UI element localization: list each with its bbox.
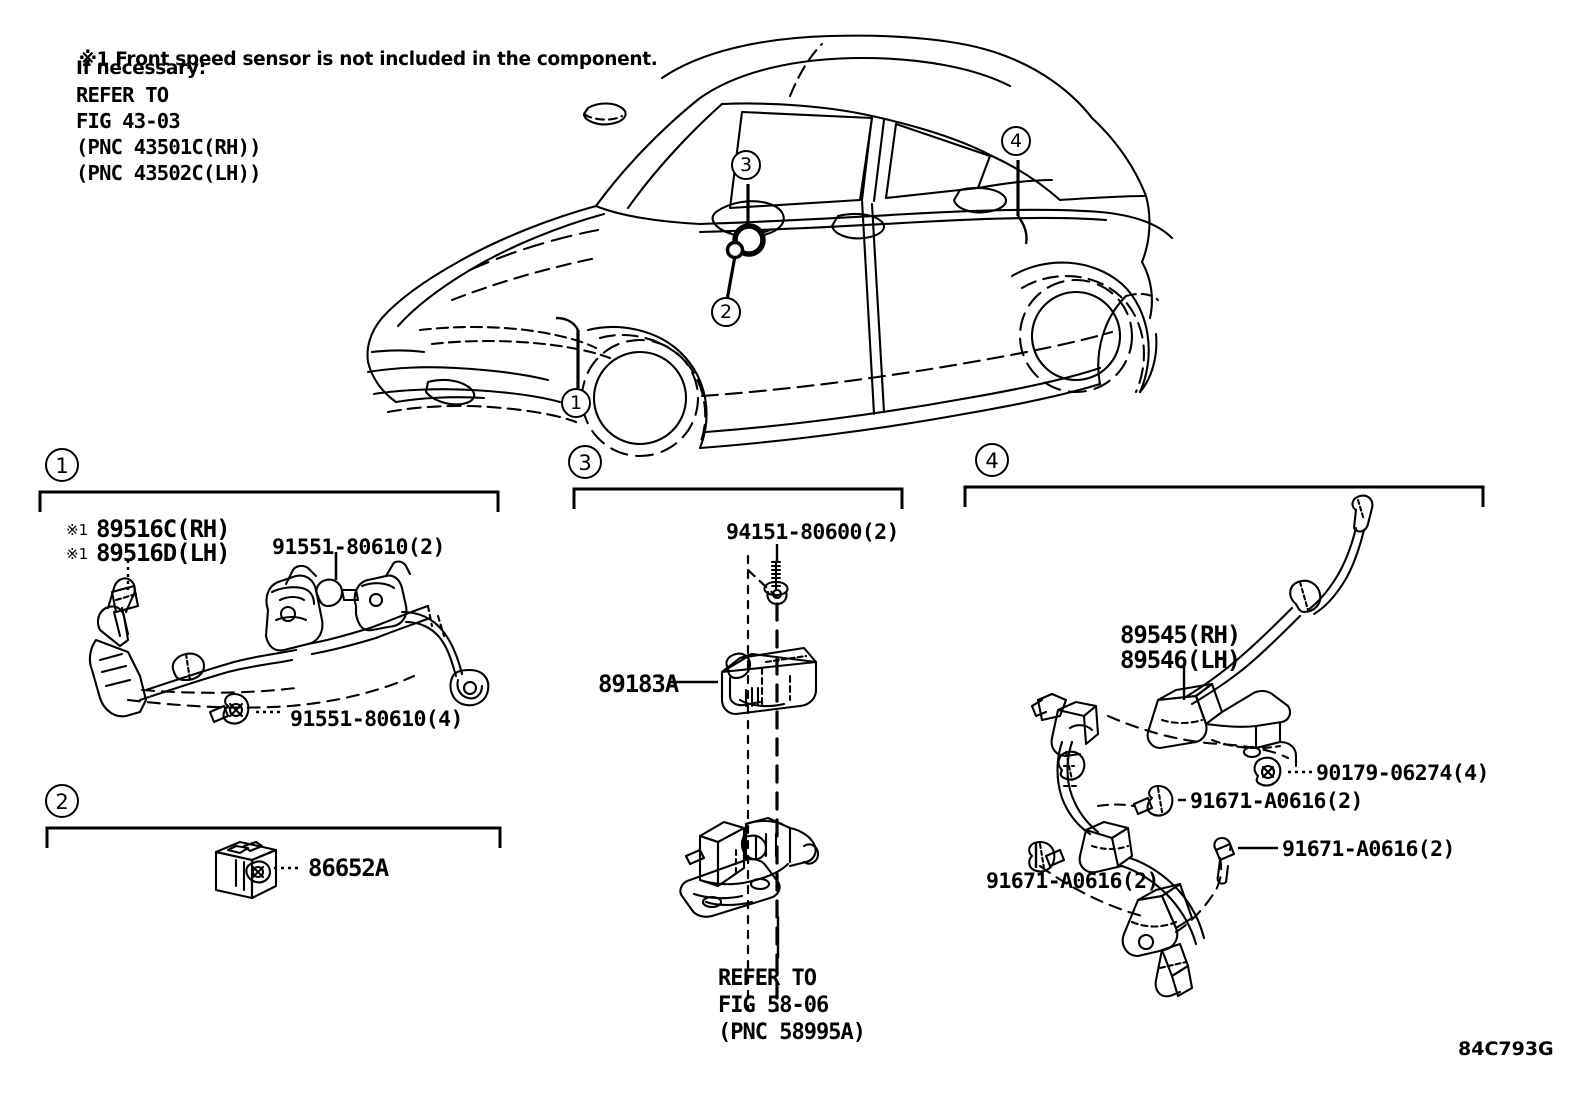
part-label-91671-A0616-left: 91671-A0616(2) [986, 869, 1159, 894]
vehicle-callout-2[interactable]: 2 [711, 297, 741, 327]
callout-marker-3-ring [732, 223, 766, 257]
vehicle-callout-1[interactable]: 1 [561, 388, 591, 418]
bracket-section-3 [572, 487, 904, 509]
part-label-89545-rh: 89545(RH) [1120, 621, 1241, 649]
part-label-89546-lh: 89546(LH) [1120, 646, 1241, 674]
callout-leader-2 [725, 255, 737, 301]
part-label-89516C-rh: 89516C(RH) [96, 515, 231, 543]
refer-line-1: REFER TO [718, 966, 817, 991]
footnote-line-2: If necessary: [76, 58, 206, 79]
callout-marker-2-ring [725, 240, 745, 260]
bracket-section-2 [45, 826, 502, 848]
section-callout-1[interactable]: 1 [45, 448, 79, 482]
part-label-90179-06274-4: 90179-06274(4) [1316, 761, 1489, 786]
refer-line-3: (PNC 58995A) [718, 1020, 866, 1045]
footnote-refer-to: REFER TO [76, 83, 169, 107]
footnote-fig: FIG 43-03 [76, 109, 181, 133]
part-label-94151-80600-2: 94151-80600(2) [726, 520, 899, 545]
vehicle-callout-4[interactable]: 4 [1001, 126, 1031, 156]
part-label-89183A: 89183A [598, 670, 679, 698]
footnote-marker: ※1 [78, 49, 110, 71]
section-callout-3[interactable]: 3 [568, 445, 602, 479]
part-label-91671-A0616-right: 91671-A0616(2) [1282, 837, 1455, 862]
part-label-91551-80610-2: 91551-80610(2) [272, 535, 445, 560]
section-callout-4[interactable]: 4 [975, 443, 1009, 477]
figure-id: 84C793G [1458, 1038, 1554, 1060]
bracket-section-1 [38, 490, 500, 512]
part-label-86652A: 86652A [308, 854, 389, 882]
star-marker-sensor-lh: ※1 [66, 545, 89, 563]
footnote-pnc-rh: (PNC 43501C(RH)) [76, 135, 261, 159]
part-label-91671-A0616-upper: 91671-A0616(2) [1190, 789, 1363, 814]
part-label-91551-80610-4: 91551-80610(4) [290, 707, 463, 732]
bracket-section-4 [963, 485, 1485, 507]
footnote-line-1: Front speed sensor is not included in th… [115, 49, 658, 71]
vehicle-callout-3[interactable]: 3 [731, 150, 761, 180]
footnote-pnc-lh: (PNC 43502C(LH)) [76, 161, 261, 185]
part-label-89516D-lh: 89516D(LH) [96, 539, 231, 567]
section-callout-2[interactable]: 2 [45, 784, 79, 818]
star-marker-sensor-rh: ※1 [66, 521, 89, 539]
refer-line-2: FIG 58-06 [718, 993, 829, 1018]
